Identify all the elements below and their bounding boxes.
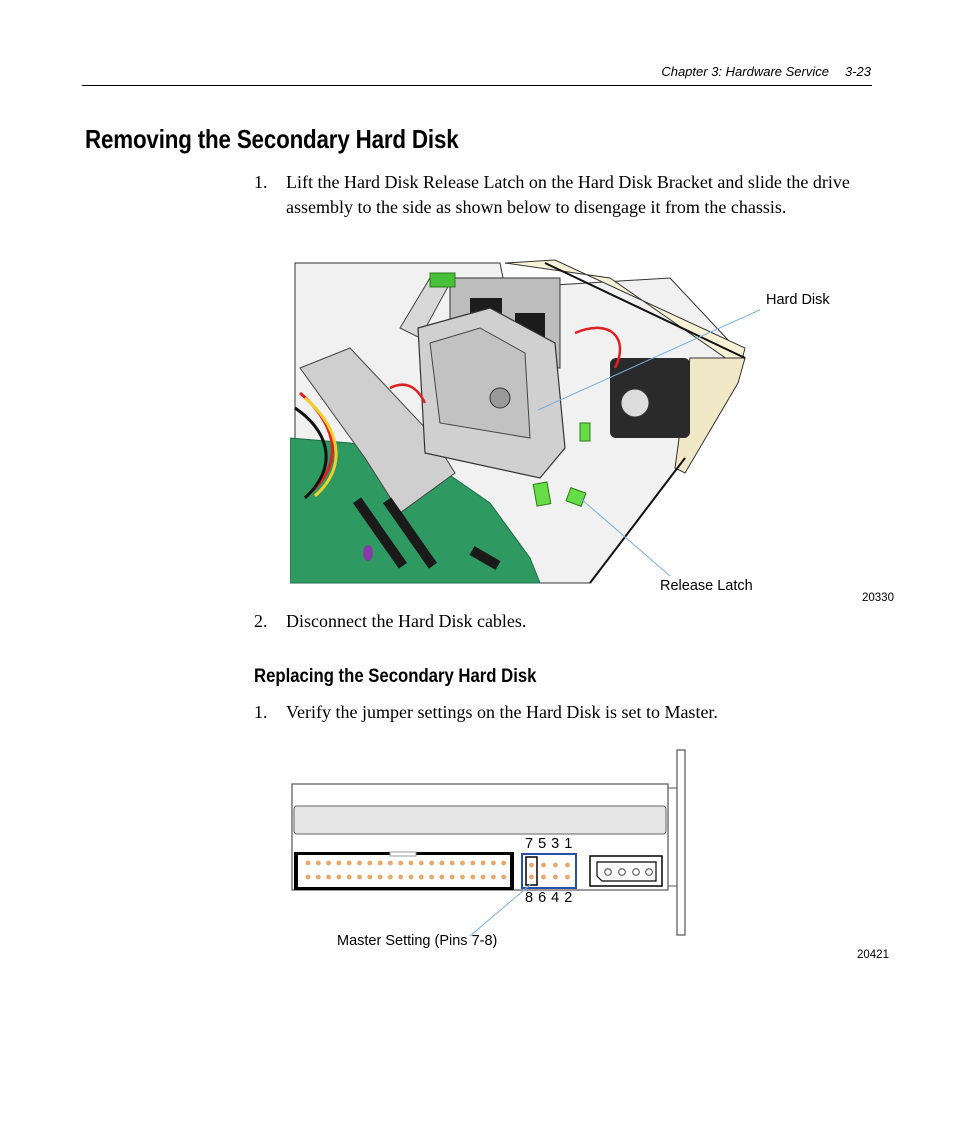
figure-id: 20421: [857, 949, 889, 961]
ide-pins: [305, 860, 507, 880]
section-title: Removing the Secondary Hard Disk: [85, 124, 459, 154]
ide-pin: [336, 874, 342, 880]
leader-hard-disk: [537, 309, 760, 411]
ide-pin: [398, 860, 404, 866]
ide-pin: [470, 860, 476, 866]
subsection-step-1: 1. Verify the jumper settings on the Har…: [254, 700, 876, 726]
step-text: Disconnect the Hard Disk cables.: [286, 611, 527, 631]
ide-pin: [346, 874, 352, 880]
leader-master-setting: [469, 883, 532, 937]
ide-pin: [305, 874, 311, 880]
jumper-pin: [565, 862, 570, 868]
ide-pin: [326, 874, 331, 880]
ide-pin: [439, 874, 445, 880]
jumper-pin: [553, 862, 558, 868]
ide-pin: [460, 860, 465, 866]
jumper-pin: [541, 862, 546, 868]
jumper-pin: [541, 874, 546, 880]
step-2: 2. Disconnect the Hard Disk cables.: [254, 609, 876, 635]
ribbon-cable: [299, 347, 456, 514]
ide-pin: [449, 860, 455, 866]
running-header: Chapter 3: Hardware Service 3-23: [600, 64, 871, 79]
figure-drive-rear-panel: [291, 749, 686, 937]
ide-pin: [315, 860, 321, 866]
callout-hard-disk: Hard Disk: [766, 292, 830, 308]
purple-component: [363, 545, 373, 561]
ide-pin: [470, 874, 476, 880]
subsection-title: Replacing the Secondary Hard Disk: [254, 666, 537, 687]
ide-pin: [377, 860, 383, 866]
ide-pin: [388, 860, 393, 866]
ide-pin: [357, 860, 362, 866]
ide-pin: [336, 860, 342, 866]
ide-pin: [398, 874, 404, 880]
jumper-pin: [529, 862, 534, 868]
step-1: 1. Lift the Hard Disk Release Latch on t…: [254, 170, 876, 246]
ide-pin: [346, 860, 352, 866]
callout-release-latch: Release Latch: [660, 578, 753, 594]
jumper-pins: [529, 862, 570, 880]
header-rule: [82, 85, 872, 86]
ide-pin: [491, 874, 496, 880]
ide-pin: [408, 860, 414, 866]
step-text: Lift the Hard Disk Release Latch on the …: [286, 172, 850, 217]
ide-pin: [418, 860, 424, 866]
jumper-pin: [529, 874, 534, 880]
jumper-pin: [565, 874, 570, 880]
release-latch: [532, 481, 552, 507]
jumper-pins-top-label: 7 5 3 1: [525, 836, 573, 852]
ide-pin: [357, 874, 362, 880]
ide-pin: [408, 874, 414, 880]
ide-pin: [367, 860, 373, 866]
ide-pin: [480, 860, 486, 866]
ide-pin: [501, 860, 507, 866]
jumper-pins-bottom-label: 8 6 4 2: [525, 890, 573, 906]
ide-pin: [429, 874, 434, 880]
ide-pin: [439, 860, 445, 866]
ide-pin: [367, 874, 373, 880]
leader-release-latch: [579, 497, 671, 577]
step-text: Verify the jumper settings on the Hard D…: [286, 702, 718, 722]
latch-small: [579, 422, 591, 442]
chapter-label: Chapter 3: Hardware Service: [661, 64, 829, 79]
mounting-bracket: [676, 749, 686, 936]
ide-pin: [418, 874, 424, 880]
ide-pin: [491, 860, 496, 866]
jumper-cap: [525, 856, 538, 886]
ide-pin: [377, 874, 383, 880]
ide-pin: [315, 874, 321, 880]
ide-pin: [501, 874, 507, 880]
step-number: 2.: [254, 611, 268, 631]
step-number: 1.: [254, 172, 268, 192]
ide-pin: [449, 874, 455, 880]
figure-chassis-illustration: [290, 259, 760, 584]
ide-pin: [460, 874, 465, 880]
ide-pin: [480, 874, 486, 880]
figure-id: 20330: [862, 592, 894, 604]
callout-master-setting: Master Setting (Pins 7-8): [337, 933, 498, 949]
ide-pin: [326, 860, 331, 866]
page-number: 3-23: [844, 64, 871, 79]
step-number: 1.: [254, 702, 268, 722]
ide-pin: [305, 860, 311, 866]
release-latch-2: [565, 487, 587, 507]
ide-pin: [388, 874, 393, 880]
ide-pin: [429, 860, 434, 866]
jumper-pin: [553, 874, 558, 880]
